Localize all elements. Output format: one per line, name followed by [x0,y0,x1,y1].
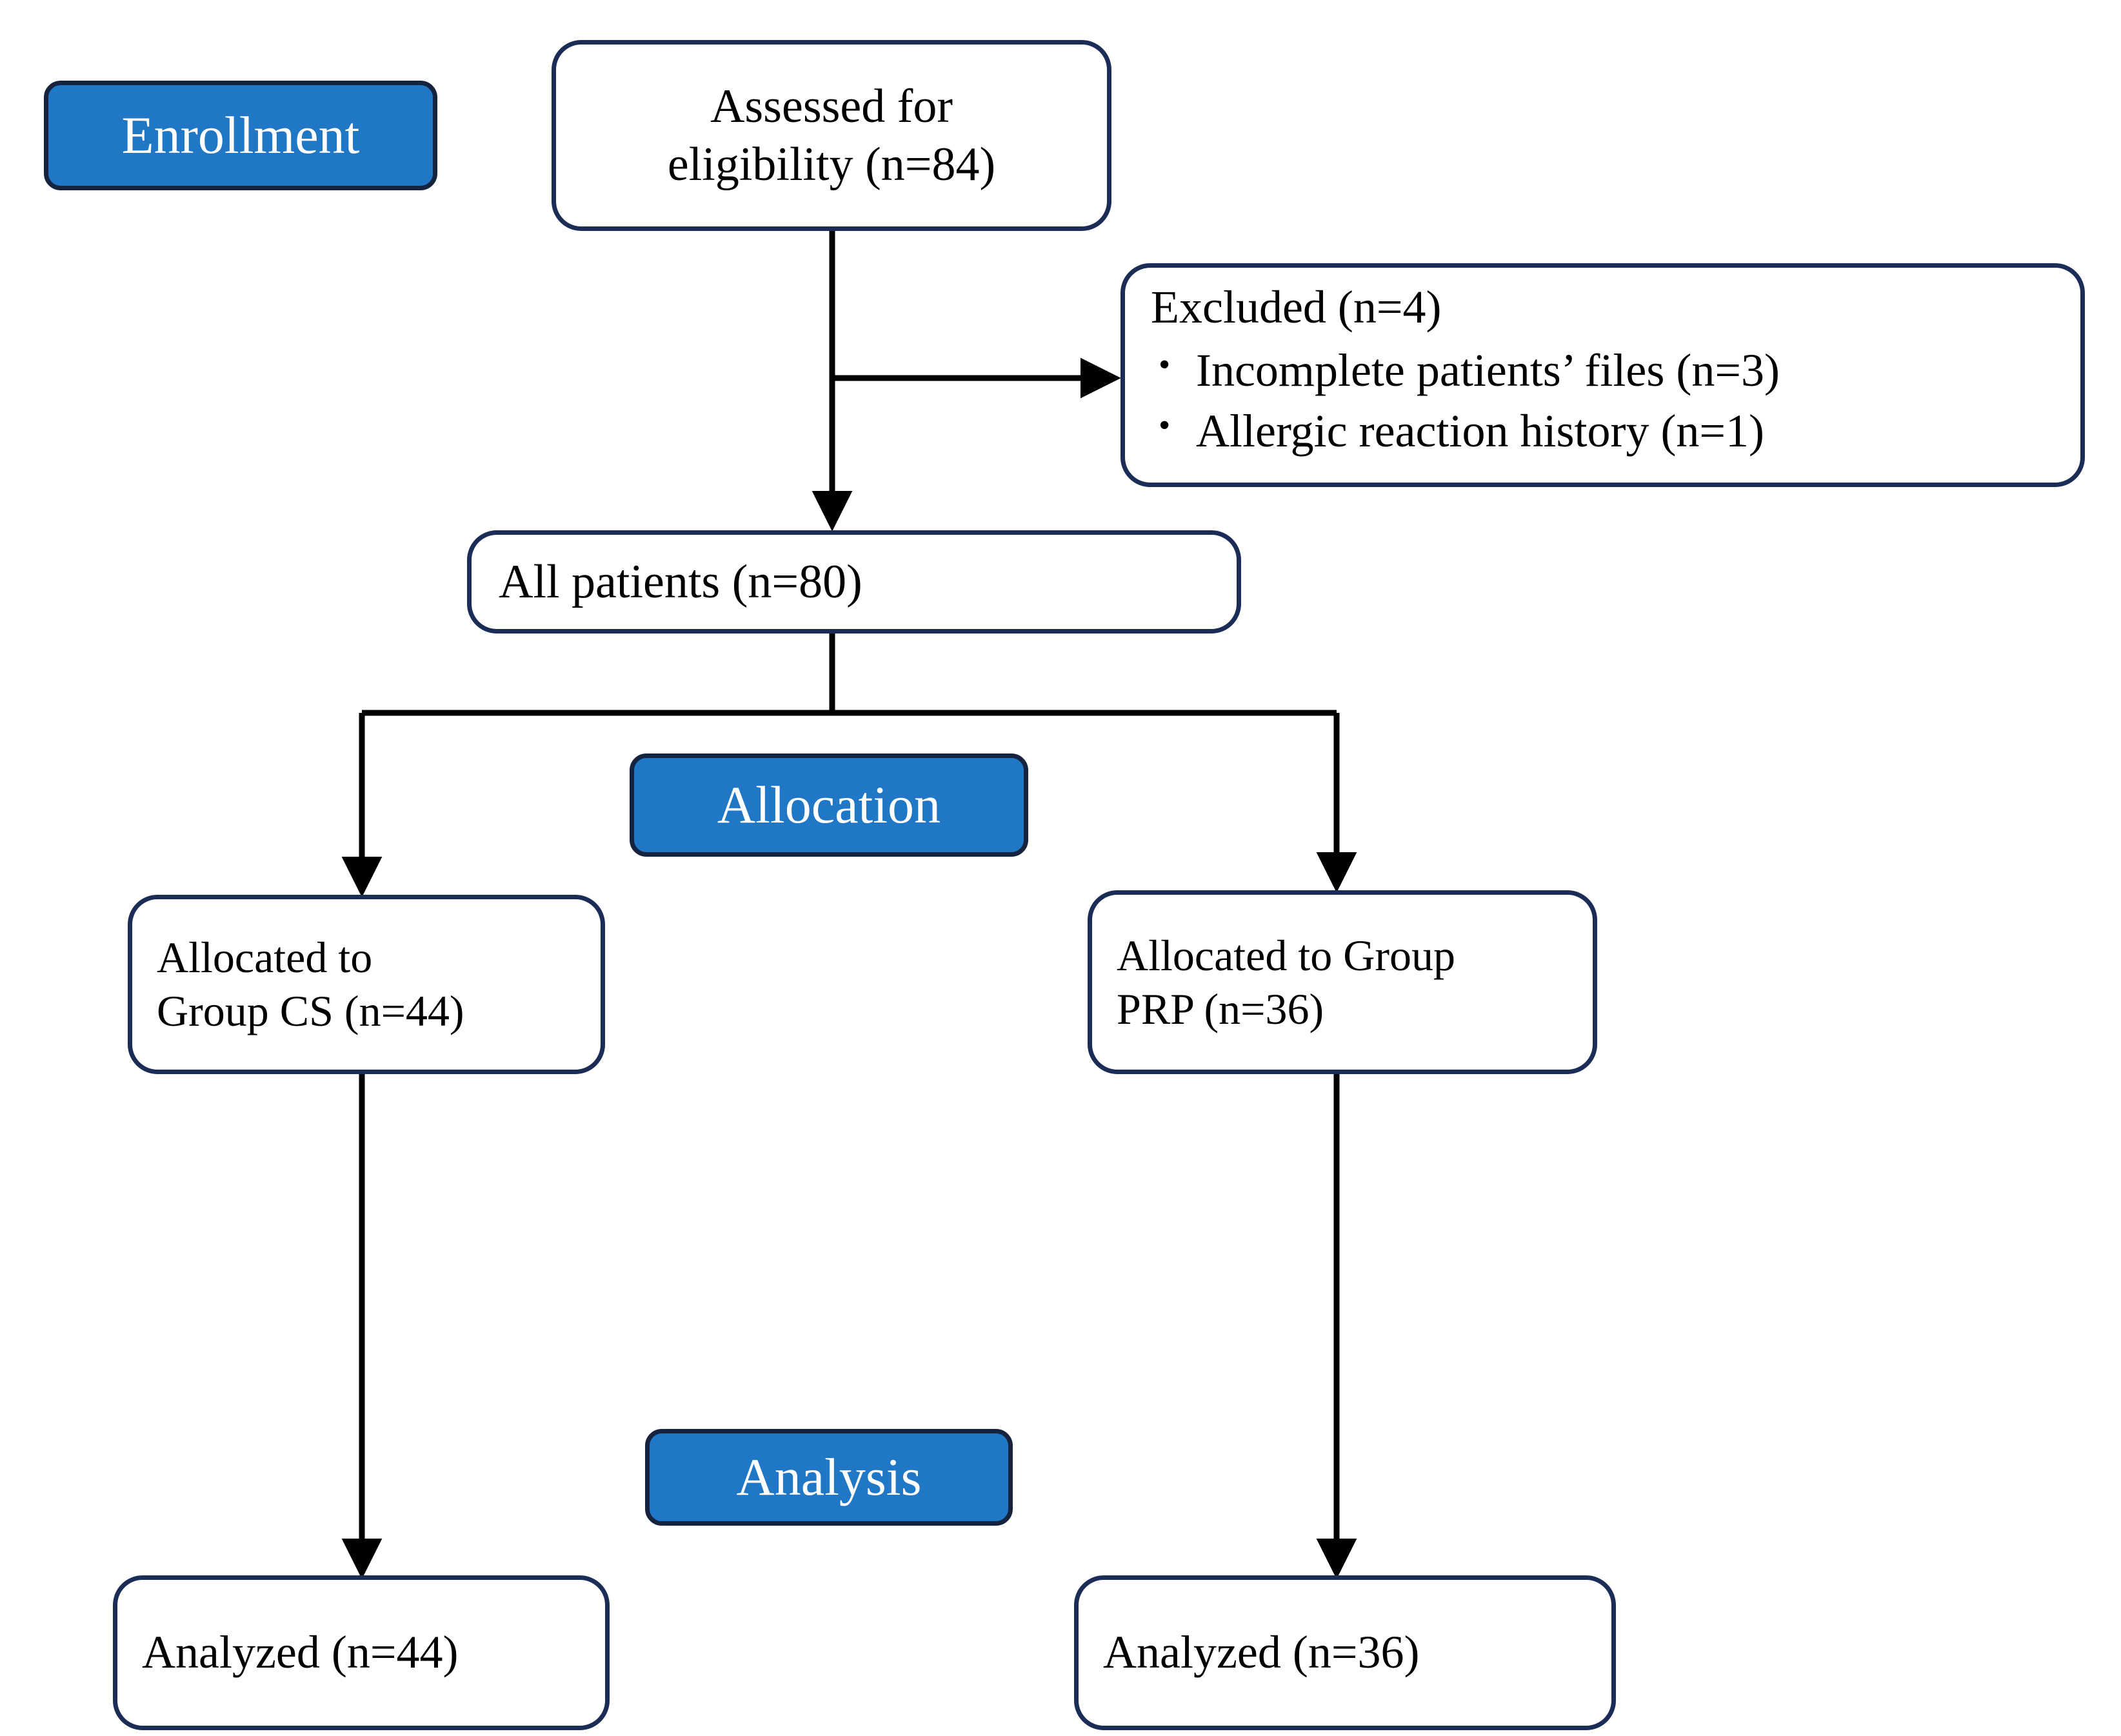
node-allocated-group-prp: Allocated to Group PRP (n=36) [1088,890,1597,1074]
stage-label-analysis-text: Analysis [736,1448,922,1506]
node-analyzed-group-cs-line1: Analyzed (n=44) [142,1626,459,1679]
node-excluded-reason-item: Allergic reaction history (n=1) [1159,403,1780,460]
node-excluded-header: Excluded (n=4) [1151,281,1442,333]
stage-label-enrollment: Enrollment [44,81,437,190]
node-analyzed-group-cs: Analyzed (n=44) [113,1575,610,1730]
node-analyzed-group-prp-line1: Analyzed (n=36) [1103,1626,1420,1679]
stage-label-allocation-text: Allocation [717,775,941,834]
node-assessed-line2: eligibility (n=84) [667,138,996,191]
node-analyzed-group-prp: Analyzed (n=36) [1074,1575,1616,1730]
node-assessed-for-eligibility: Assessed for eligibility (n=84) [552,40,1111,231]
node-all-patients: All patients (n=80) [467,530,1241,634]
node-allocated-group-cs-line1: Allocated to [157,933,373,983]
node-allocated-group-cs: Allocated to Group CS (n=44) [128,895,605,1074]
node-allocated-group-prp-line1: Allocated to Group [1117,930,1455,980]
node-allocated-group-prp-line2: PRP (n=36) [1117,984,1324,1033]
node-all-patients-line1: All patients (n=80) [499,555,862,608]
node-assessed-line1: Assessed for [710,79,953,133]
stage-label-enrollment-text: Enrollment [121,106,360,165]
stage-label-allocation: Allocation [630,753,1028,857]
node-allocated-group-cs-line2: Group CS (n=44) [157,986,464,1035]
stage-label-analysis: Analysis [645,1429,1013,1526]
node-excluded-reason-item: Incomplete patients’ files (n=3) [1159,343,1780,399]
node-excluded: Excluded (n=4) Incomplete patients’ file… [1120,263,2085,487]
node-excluded-reason-list: Incomplete patients’ files (n=3) Allergi… [1151,339,1780,460]
